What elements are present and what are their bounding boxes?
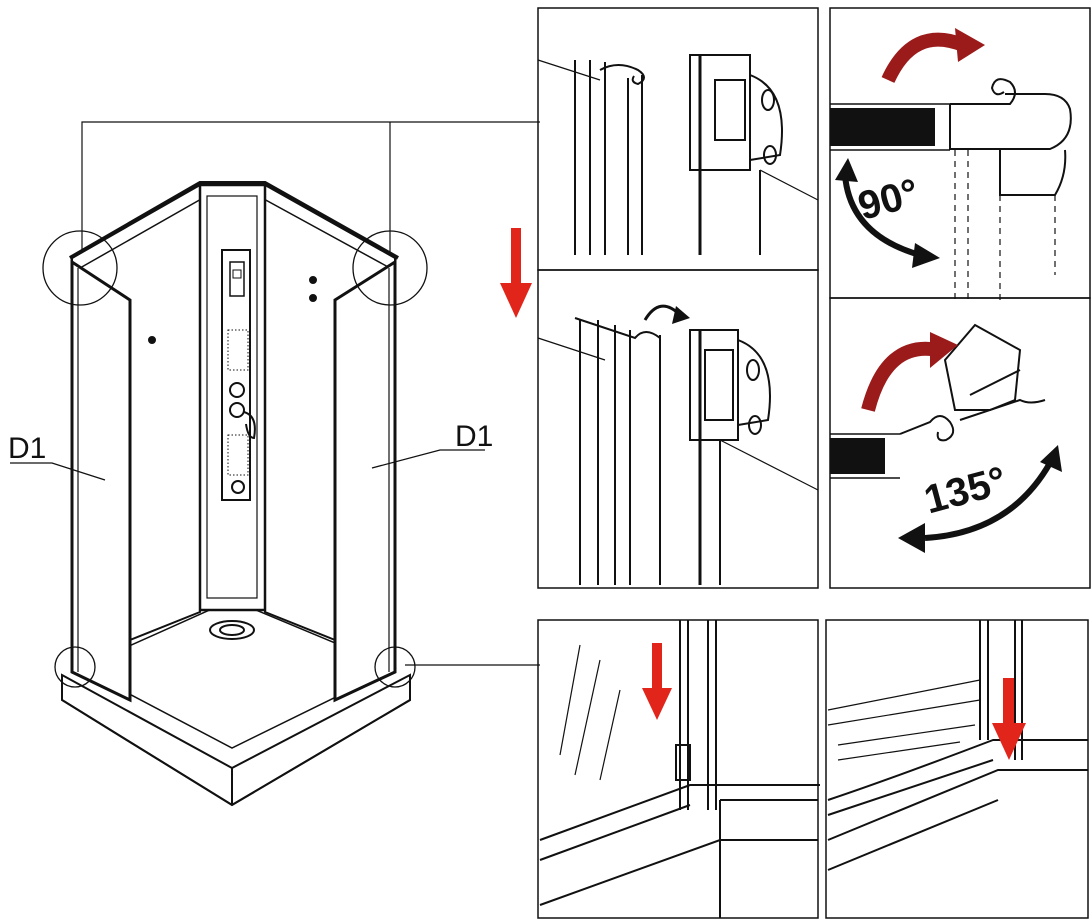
angle-label-135: 135°: [920, 458, 1011, 522]
red-down-arrow-icon: [500, 228, 532, 318]
detail-panel-bottom-right: [825, 619, 1089, 919]
red-down-arrow-icon: [992, 678, 1026, 760]
curved-rotate-arrow-icon: [861, 332, 958, 412]
detail-panel-profiles-separate: [537, 7, 819, 271]
left-panel-label: D1: [8, 432, 46, 465]
detail-panel-profiles-joined: [537, 269, 819, 589]
shower-enclosure-drawing: [10, 121, 540, 807]
angle-label-90: 90°: [854, 171, 924, 229]
right-panel-label: D1: [455, 420, 493, 453]
detail-panel-bottom-left: [537, 619, 820, 919]
detail-panel-rotate-90: [829, 7, 1091, 300]
detail-panel-rotate-135: [829, 297, 1091, 589]
curved-rotate-arrow-icon: [881, 28, 985, 84]
red-down-arrow-icon: [642, 643, 672, 720]
